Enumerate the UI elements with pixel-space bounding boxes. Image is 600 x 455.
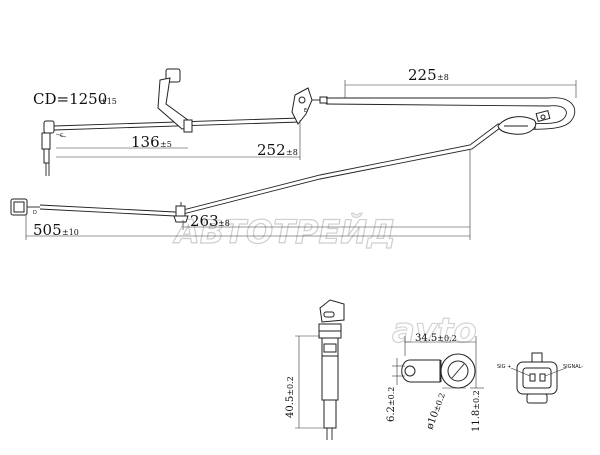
svg-text:±8: ±8 [437,73,449,82]
grommet [497,116,537,135]
cd-length-label: CD=1250 [33,90,107,108]
svg-text:±5: ±5 [160,140,172,149]
connector-face-view: SIG + SIGNAL- [497,352,583,404]
sensor-side-view: 40.5±0.2 [285,299,345,440]
dimension-252: 252 [257,141,286,159]
svg-text:±15: ±15 [100,97,117,106]
dimension-diameter-10: ø10±0.2 [424,391,447,431]
marker-e: E [304,108,307,114]
upper-clip: E [291,87,328,125]
marker-d: D [33,210,37,216]
watermark-brand: АВТОТРЕЙД [172,213,396,251]
dimension-136: 136 [131,133,160,151]
pin-label-left: SIG + [497,364,511,370]
sensor-top-view: 34.5±0.2 6.2±0.2 ø10±0.2 11.8±0.2 [386,333,484,432]
vertical-bracket [157,68,193,133]
lower-clip [173,202,189,223]
svg-text:±8: ±8 [218,219,230,228]
dimension-263: 263 [190,212,219,230]
svg-text:±8: ±8 [286,148,298,157]
dimension-225: 225 ±8 [344,66,577,98]
pin-label-right: SIGNAL- [563,364,583,370]
sensor-end-c: C [41,120,67,176]
watermark-logo: avto [392,311,477,351]
dimension-40-5: 40.5±0.2 [285,376,296,418]
lower-cable-assembly: D 263 ±8 505 ±10 [10,116,537,240]
connector-end-d: D [10,198,40,216]
dimension-505: 505 [33,221,62,239]
svg-text:225: 225 [408,66,437,84]
dimension-6-2: 6.2±0.2 [386,387,397,422]
upper-cable-assembly: C E [33,66,577,176]
dimension-34-5: 34.5±0.2 [415,333,457,344]
dimension-11-8: 11.8±0.2 [471,390,482,432]
cable-lower-line [53,121,301,131]
svg-text:±10: ±10 [62,228,79,237]
